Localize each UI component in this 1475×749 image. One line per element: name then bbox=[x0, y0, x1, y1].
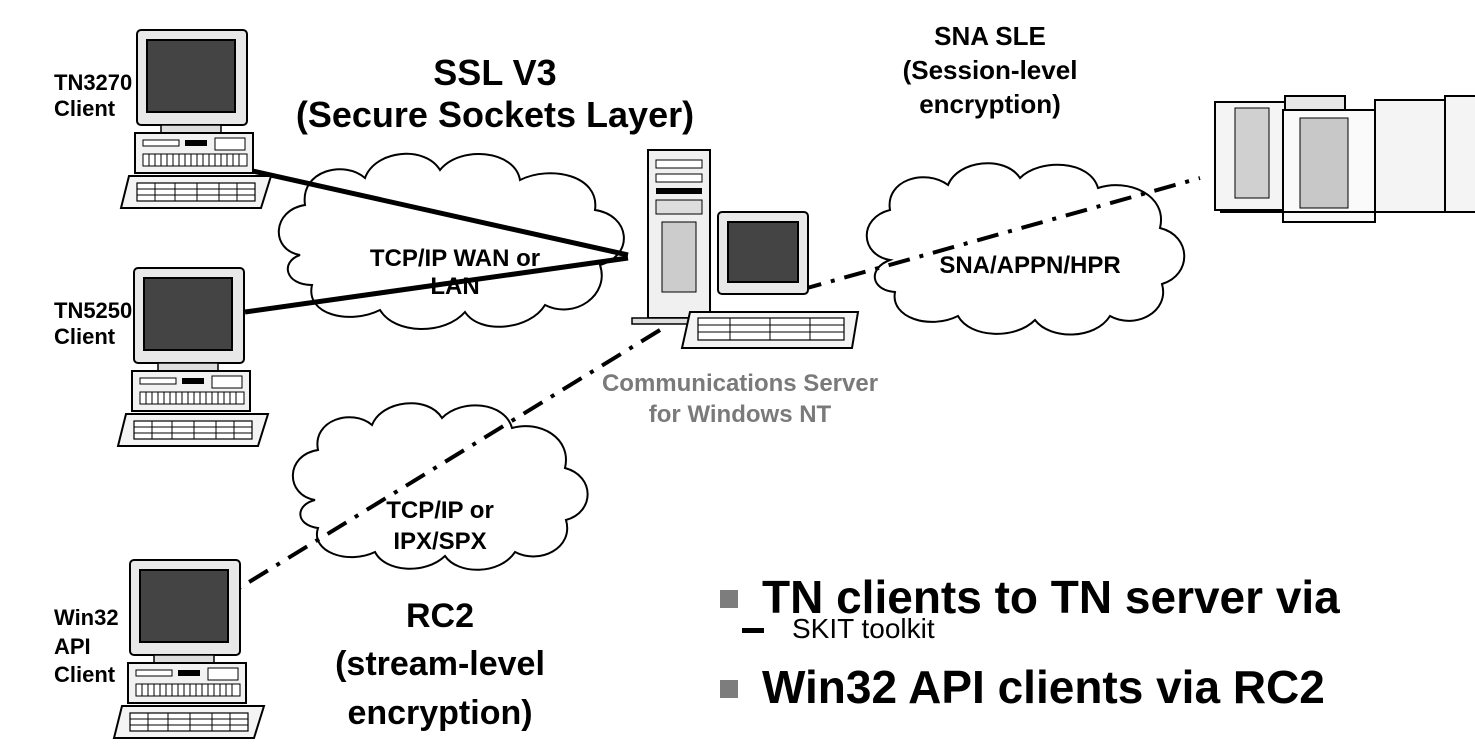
title-line: (stream-level bbox=[335, 645, 545, 684]
bullet-main: TN clients to TN server via bbox=[762, 571, 1340, 623]
label-line: Client bbox=[54, 324, 116, 350]
bullet-sub: SKIT toolkit bbox=[792, 613, 935, 644]
title-line: (Secure Sockets Layer) bbox=[295, 94, 695, 136]
title-line: (Session-level bbox=[902, 54, 1078, 85]
label-line: for Windows NT bbox=[648, 401, 832, 429]
bullet-square-icon bbox=[720, 680, 738, 698]
tower-server-icon bbox=[631, 149, 860, 349]
bullet-square-icon bbox=[720, 590, 738, 608]
rc2-title: RC2 (stream-level encryption) bbox=[290, 592, 590, 737]
cloud-icon bbox=[865, 162, 1186, 336]
label-line: Client bbox=[54, 662, 116, 688]
title-line: encryption) bbox=[919, 88, 1061, 119]
ssl-link-tn5250 bbox=[244, 255, 629, 315]
tn5250-client-label: TN5250 Client bbox=[54, 298, 132, 351]
title-line: SNA SLE bbox=[934, 21, 1046, 51]
label-line: SNA/APPN/HPR bbox=[939, 252, 1121, 279]
mainframe-icon bbox=[1214, 95, 1475, 223]
desktop-computer-icon bbox=[113, 559, 265, 739]
ssl-title: SSL V3 (Secure Sockets Layer) bbox=[255, 52, 735, 137]
desktop-computer-icon bbox=[117, 267, 269, 447]
bullet-main: Win32 API clients via RC2 bbox=[762, 661, 1325, 713]
label-line: IPX/SPX bbox=[393, 528, 487, 556]
win32-client-label: Win32 API Client bbox=[54, 604, 119, 690]
label-line: Communications Server bbox=[601, 370, 879, 397]
tcpip-wan-cloud-label: TCP/IP WAN or LAN bbox=[330, 245, 580, 300]
label-line: API bbox=[54, 633, 91, 659]
server-label: Communications Server for Windows NT bbox=[590, 368, 890, 430]
label-line: Client bbox=[54, 96, 116, 122]
ssl-link-tn3270 bbox=[247, 167, 629, 258]
title-line: SSL V3 bbox=[433, 52, 557, 93]
rc2-link bbox=[208, 328, 662, 608]
label-line: LAN bbox=[430, 272, 480, 300]
label-line: Win32 bbox=[54, 605, 119, 630]
tn3270-client-label: TN3270 Client bbox=[54, 70, 132, 123]
title-line: RC2 bbox=[405, 597, 475, 635]
sna-cloud-label: SNA/APPN/HPR bbox=[930, 252, 1130, 281]
sub-bullet-dash-icon bbox=[742, 628, 764, 633]
desktop-computer-icon bbox=[120, 29, 272, 209]
cloud-icon bbox=[291, 402, 589, 571]
label-line: TN5250 bbox=[54, 298, 133, 323]
label-line: TN3270 bbox=[54, 70, 133, 95]
title-line: encryption) bbox=[347, 693, 533, 732]
tcpip-ipx-cloud-label: TCP/IP or IPX/SPX bbox=[355, 495, 525, 557]
label-line: TCP/IP or bbox=[386, 497, 494, 524]
label-line: TCP/IP WAN or bbox=[369, 245, 541, 272]
sna-sle-title: SNA SLE (Session-level encryption) bbox=[850, 20, 1130, 121]
